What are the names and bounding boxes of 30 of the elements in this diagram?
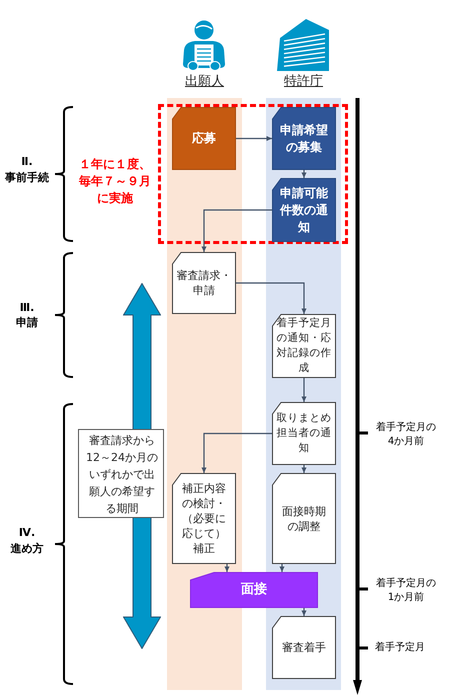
arrow [280, 564, 284, 572]
process-step: 申請希望の募集 [272, 107, 336, 170]
timeline-label: 着手予定月 [375, 641, 425, 655]
process-step: 面接時期の調整 [272, 473, 336, 564]
lane-heading: 出願人 [185, 74, 224, 90]
process-step: 応募 [172, 107, 236, 170]
arrow [302, 465, 306, 473]
section-heading: Ⅳ. 進め方 [10, 525, 44, 557]
process-step: 着手予定月の通知・応対記録の作成 [272, 314, 336, 378]
arrow [302, 170, 306, 178]
arrow [236, 136, 272, 141]
timeline-label: 着手予定月の4か月前 [375, 421, 437, 449]
process-step: 補正内容の検討・（必要に応じて）補正 [172, 473, 236, 564]
process-step: 審査着手 [272, 616, 336, 679]
timeline-label: 着手予定月の1か月前 [375, 577, 437, 605]
arrow [202, 432, 272, 473]
note-text: １年に１度、毎年７～９月に実施 [78, 156, 152, 207]
period-callout: 審査請求から12～24か月のいずれかで出願人の希望する期間 [78, 429, 164, 518]
arrow [302, 608, 306, 616]
arrow [224, 564, 230, 572]
section-heading: Ⅲ. 申請 [15, 300, 39, 330]
process-step: 面接 [190, 572, 318, 608]
lane-heading: 特許庁 [284, 74, 323, 90]
process-step: 申請可能件数の通知 [272, 178, 336, 242]
process-step: 審査請求・申請 [172, 252, 236, 314]
section-heading: Ⅱ. 事前手続 [4, 154, 50, 186]
process-step: 取りまとめ担当者の通知 [272, 402, 336, 465]
arrow [236, 282, 306, 314]
arrow [302, 378, 306, 402]
arrow [202, 209, 272, 252]
